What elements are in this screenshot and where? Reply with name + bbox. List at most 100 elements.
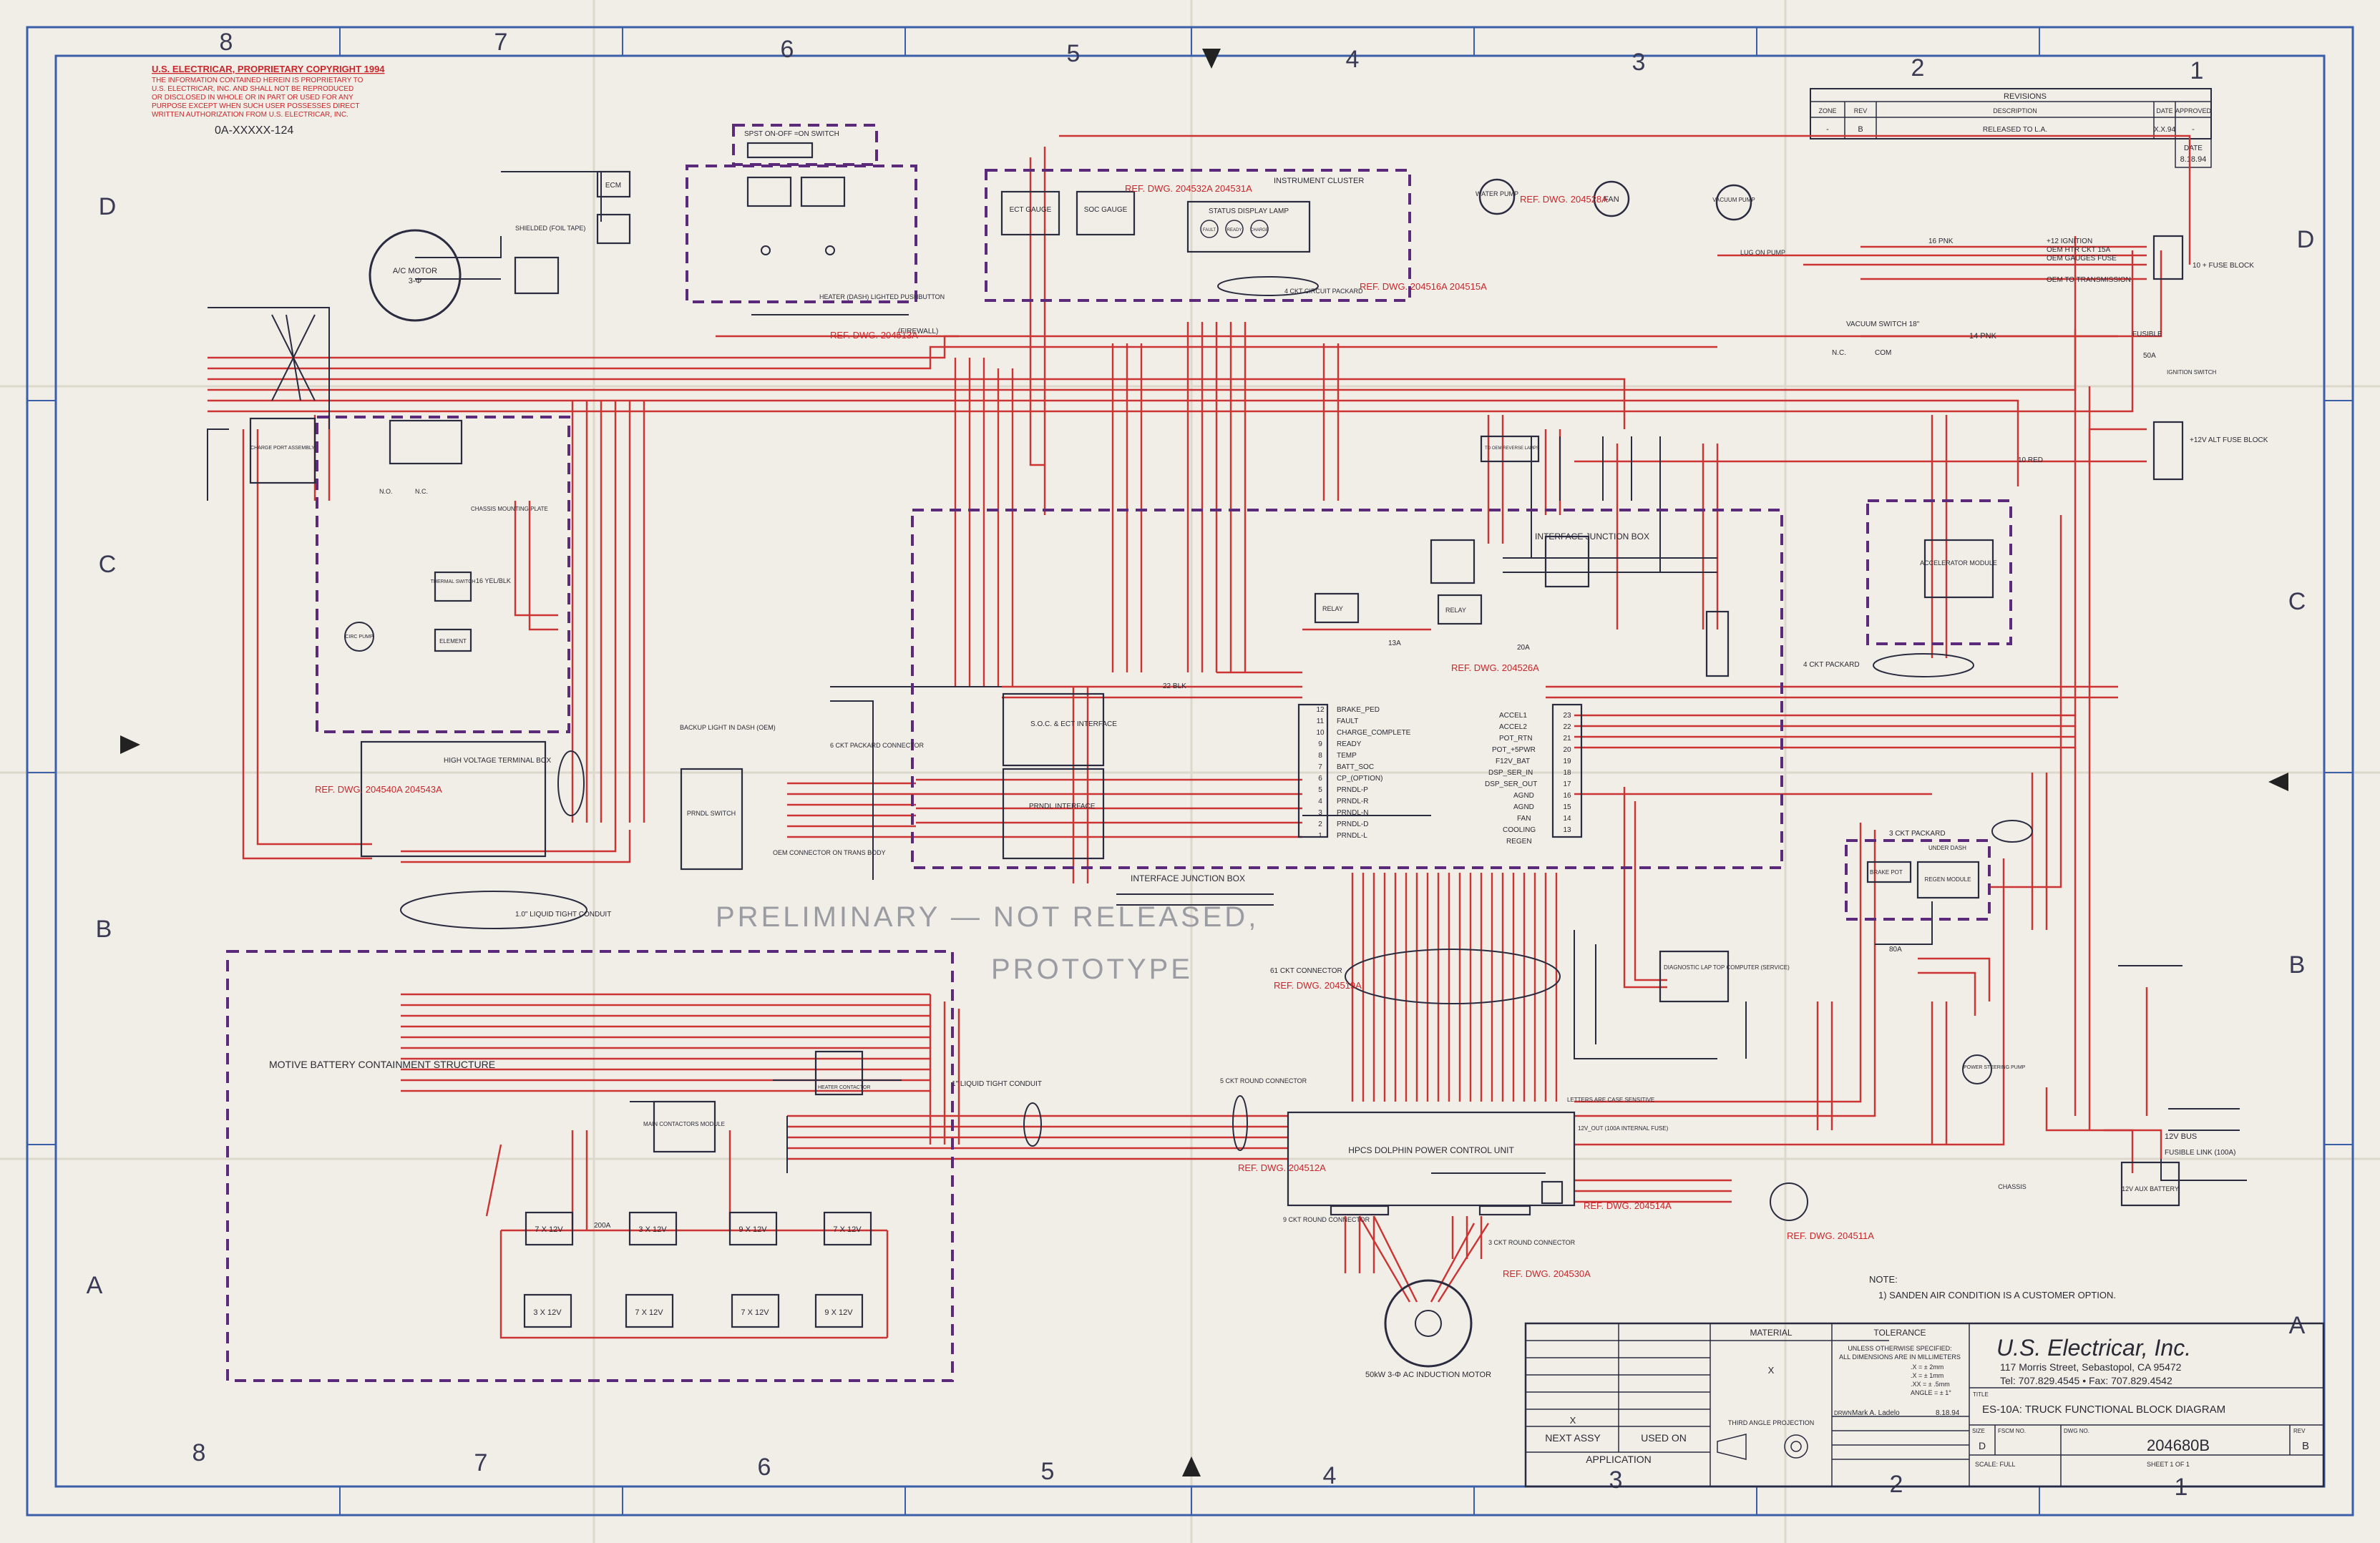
- pin-right: F12V_BAT: [1496, 758, 1530, 765]
- spst-label: SPST ON-OFF =ON SWITCH: [744, 130, 839, 138]
- pin-left: PRNDL-R: [1337, 798, 1368, 805]
- battery-packs-top: 7 X 12V 3 X 12V 9 X 12V 7 X 12V: [525, 1211, 872, 1246]
- fan-label: FAN: [1604, 195, 1619, 204]
- ref-callout: REF. DWG. 204516A 204515A: [1360, 281, 1487, 292]
- note-text: 1) SANDEN AIR CONDITION IS A CUSTOMER OP…: [1878, 1290, 2116, 1300]
- ac-motor-phase: 3-Φ: [409, 277, 422, 285]
- induction-motor: [1384, 1279, 1473, 1368]
- drawn-by: Mark A. Ladelo: [1852, 1409, 1900, 1417]
- reference-callouts: REF. DWG. 204532A 204531A REF. DWG. 2045…: [315, 183, 1874, 1279]
- hpcs-label: HPCS DOLPHIN POWER CONTROL UNIT: [1348, 1145, 1514, 1155]
- nc2-label: N.C.: [415, 488, 428, 495]
- fuse-20a-label: 20A: [1517, 644, 1530, 652]
- zone-row-labels: D C B A D C B A: [87, 193, 2315, 1339]
- pin-left: READY: [1337, 740, 1362, 748]
- hv-terminal-box: [360, 740, 547, 858]
- size-value: D: [1979, 1440, 1986, 1451]
- pin-left: PRNDL-D: [1337, 821, 1368, 828]
- zone-col: 6: [781, 36, 794, 63]
- fuse-block-12: [2152, 421, 2184, 481]
- zone-row: B: [2289, 951, 2306, 979]
- ref-callout: REF. DWG. 204511A: [1787, 1230, 1874, 1241]
- size-label: SIZE: [1972, 1428, 1985, 1434]
- stamp-line-2: PROTOTYPE: [991, 954, 1193, 985]
- wire-10red-label: 10 RED: [2018, 456, 2043, 464]
- water-pump-symbol: [1478, 178, 1516, 215]
- fuse-200a-label: 200A: [594, 1222, 611, 1230]
- chassis-plate-label: CHASSIS MOUNTING PLATE: [471, 506, 548, 512]
- bus-12v-label: 12V BUS: [2165, 1132, 2197, 1141]
- diag-label: DIAGNOSTIC LAP TOP COMPUTER (SERVICE): [1664, 964, 1790, 971]
- zone-col: 4: [1323, 1462, 1337, 1489]
- lamp-charge: CHARGE: [1250, 228, 1269, 232]
- pin-num: 15: [1563, 803, 1571, 811]
- internal-fused-label: 12V_OUT (100A INTERNAL FUSE): [1578, 1125, 1669, 1132]
- heater-contactor-label: HEATER CONTACTOR: [818, 1085, 871, 1090]
- application-label: APPLICATION: [1586, 1454, 1652, 1465]
- zone-row: A: [87, 1272, 103, 1299]
- ect-gauge-label: ECT GAUGE: [1010, 206, 1052, 214]
- wire-22blk-label: 22 BLK: [1163, 682, 1186, 690]
- accelerator-module: [1923, 539, 1994, 599]
- zone-col: 2: [1890, 1471, 1903, 1498]
- ect-gauge: [1000, 190, 1060, 236]
- circuit-packard-label: 4 CKT CIRCUIT PACKARD: [1284, 288, 1363, 295]
- zone-col: 3: [1609, 1466, 1623, 1494]
- pin-left: CHARGE_COMPLETE: [1337, 729, 1411, 737]
- oem-trans-label: OEM TO TRANSMISSION: [2047, 276, 2131, 284]
- diagnostic-computer: [1659, 950, 1730, 1003]
- copyright-line: PURPOSE EXCEPT WHEN SUCH USER POSSESSES …: [152, 102, 359, 110]
- soc-ect-label: S.O.C. & ECT INTERFACE: [1030, 720, 1117, 728]
- center-arrow-left: [120, 735, 140, 754]
- pin-num: 6: [1318, 775, 1322, 783]
- rev-header-approved: APPROVED: [2175, 107, 2212, 114]
- ac-motor-label: A/C MOTOR: [393, 267, 437, 275]
- ignition-label: +12 IGNITION: [2047, 237, 2092, 245]
- pin-right: ACCEL2: [1499, 723, 1527, 731]
- conduit-2-label: 1" LIQUID TIGHT CONDUIT: [952, 1080, 1042, 1088]
- vacuum-pump-symbol: [1715, 184, 1752, 221]
- company-address: 117 Morris Street, Sebastopol, CA 95472: [2000, 1361, 2182, 1373]
- heater-enclosure: [316, 416, 570, 733]
- components: SPST ON-OFF =ON SWITCH A/C MOTOR 3-Φ ECM…: [249, 130, 2268, 1379]
- copyright-block: U.S. ELECTRICAR, PROPRIETARY COPYRIGHT 1…: [152, 64, 385, 137]
- pin-left: PRNDL-P: [1337, 786, 1368, 794]
- water-pump-label: WATER PUMP: [1476, 190, 1518, 197]
- fuse-block-10-label: 10 + FUSE BLOCK: [2193, 262, 2254, 270]
- zone-row: B: [96, 916, 112, 943]
- copyright-line: WRITTEN AUTHORIZATION FROM U.S. ELECTRIC…: [152, 111, 348, 119]
- pin-left: TEMP: [1337, 752, 1357, 760]
- relay-1-label: RELAY: [1322, 605, 1343, 612]
- tol-line: .XX = ± .5mm: [1911, 1381, 1950, 1388]
- ckt-61-label: 61 CKT CONNECTOR: [1270, 967, 1342, 975]
- rev-date: X.X.94: [2154, 126, 2175, 134]
- zone-col: 5: [1041, 1458, 1055, 1485]
- ecm-label: ECM: [605, 182, 621, 190]
- pin-num: 21: [1563, 735, 1571, 743]
- switch-enclosure: [686, 165, 917, 303]
- lamp-fault: FAULT: [1203, 228, 1216, 232]
- pin-right: AGND: [1513, 792, 1534, 800]
- brake-pot-label: BRAKE POT: [1870, 869, 1903, 876]
- battery-structure-label: MOTIVE BATTERY CONTAINMENT STRUCTURE: [269, 1059, 495, 1070]
- drawn-date: 8.18.94: [1936, 1409, 1960, 1417]
- firewall-label: (FIREWALL): [898, 328, 938, 335]
- under-dash-label: UNDER DASH: [1928, 845, 1966, 851]
- status-lamp-label: STATUS DISPLAY LAMP: [1209, 207, 1289, 215]
- battery-pack: [814, 1293, 864, 1328]
- material-x: X: [1768, 1365, 1775, 1376]
- ckt-9-label: 9 CKT ROUND CONNECTOR: [1283, 1216, 1370, 1223]
- wire-16pnk-label: 16 PNK: [1928, 237, 1954, 245]
- pin-right: DSP_SER_OUT: [1485, 780, 1537, 788]
- pin-num: 11: [1317, 717, 1325, 725]
- pin-num: 4: [1318, 798, 1322, 805]
- pin-num: 9: [1318, 740, 1322, 748]
- pin-numbers-right: 23 22 21 20 19 18 17 16 15 14 13: [1563, 712, 1571, 834]
- circ-pump: [344, 622, 374, 652]
- conduit-1: [400, 891, 587, 929]
- pin-header-left: [1297, 703, 1329, 838]
- shielded-label: SHIELDED (FOIL TAPE): [515, 225, 585, 232]
- ref-callout: REF. DWG. 204532A 204531A: [1125, 183, 1252, 194]
- revisions-table: REVISIONS ZONE REV DESCRIPTION DATE APPR…: [1810, 88, 2212, 168]
